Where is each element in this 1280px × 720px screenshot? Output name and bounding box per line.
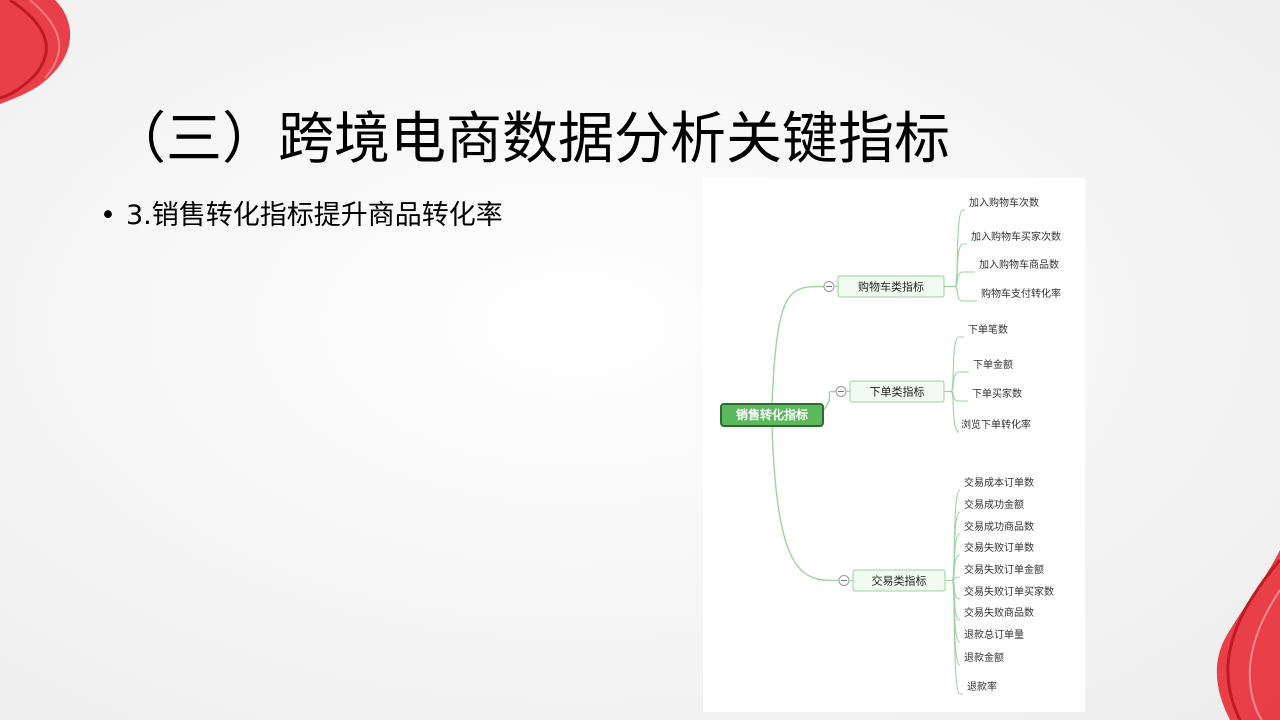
- leaf-label: 加入购物车买家次数: [971, 230, 1061, 243]
- leaf-label: 交易成功金额: [964, 498, 1024, 511]
- child-connector: [950, 390, 960, 433]
- bullet-marker: •: [100, 200, 116, 231]
- child-connector: [950, 390, 968, 402]
- root-node[interactable]: [720, 403, 824, 427]
- branch-label: 购物车类指标: [858, 280, 924, 294]
- leaf-label: 浏览下单转化率: [961, 418, 1031, 431]
- leaf-label: 退款金额: [964, 651, 1004, 664]
- leaf-label: 交易成本订单数: [964, 476, 1034, 489]
- child-connector: [954, 271, 975, 288]
- root-label: 销售转化指标: [736, 407, 808, 422]
- bullet-point: • 3.销售转化指标提升商品转化率: [100, 196, 503, 236]
- leaf-label: 下单买家数: [972, 387, 1022, 400]
- child-connector: [950, 371, 969, 393]
- mindmap-image: 购物车类指标 加入购物车次数加入购物车买家次数加入购物车商品数购物车支付转化率下单…: [703, 178, 1085, 712]
- child-connector: [951, 554, 961, 582]
- ribbon-top-left-decoration: [0, 0, 71, 104]
- bullet-text: 3.销售转化指标提升商品转化率: [125, 200, 503, 231]
- mindmap-diagram: 购物车类指标 加入购物车次数加入购物车买家次数加入购物车商品数购物车支付转化率下单…: [720, 196, 1061, 695]
- leaf-label: 交易失败订单金额: [964, 563, 1044, 576]
- leaf-label: 下单笔数: [968, 323, 1008, 336]
- branch-label: 下单类指标: [870, 385, 925, 399]
- branch-label: 交易类指标: [872, 574, 927, 588]
- slide-title: （三）跨境电商数据分析关键指标: [110, 107, 950, 172]
- leaf-label: 交易失败商品数: [964, 606, 1034, 619]
- branch-connector: [771, 425, 840, 582]
- child-connector: [954, 285, 977, 302]
- leaf-label: 下单金额: [973, 358, 1013, 371]
- leaf-label: 交易失败订单数: [964, 541, 1034, 554]
- child-connector: [951, 511, 961, 582]
- leaf-label: 交易成功商品数: [964, 520, 1034, 533]
- leaf-label: 退款总订单量: [964, 628, 1024, 641]
- leaf-label: 退款率: [967, 680, 997, 693]
- leaf-label: 购物车支付转化率: [981, 287, 1061, 300]
- child-connector: [951, 489, 961, 582]
- branch-connector: [771, 285, 825, 405]
- leaf-label: 交易失败订单买家数: [964, 585, 1054, 598]
- child-connector: [951, 533, 961, 582]
- leaf-label: 加入购物车商品数: [979, 258, 1059, 271]
- child-connector: [951, 579, 963, 695]
- branch-connector: [822, 390, 837, 412]
- ribbon-bottom-right-decoration: [1216, 550, 1280, 720]
- leaf-label: 加入购物车次数: [969, 196, 1039, 209]
